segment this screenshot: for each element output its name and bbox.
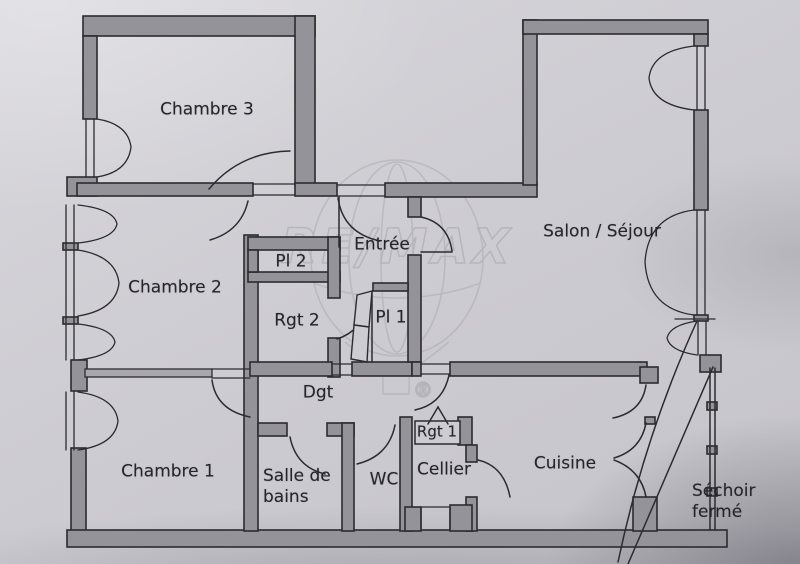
thin-lines — [65, 45, 716, 531]
room-label-cellier: Cellier — [417, 459, 471, 480]
room-label-entree: Entrée — [354, 234, 410, 255]
bifold-door-pl1 — [350, 290, 373, 363]
room-label-wc: WC — [369, 469, 399, 490]
room-label-chambre-3: Chambre 3 — [160, 99, 254, 120]
watermark-registered-icon: ® — [413, 378, 437, 402]
room-label-chambre-1: Chambre 1 — [121, 461, 215, 482]
room-label-salon-sejour: Salon / Séjour — [543, 221, 661, 242]
window-symbols — [77, 45, 698, 451]
room-label-degagement: Dgt — [302, 382, 334, 403]
rgt1-callout — [414, 405, 461, 445]
room-label-cuisine: Cuisine — [533, 453, 597, 474]
rgt1-label-box — [414, 420, 461, 445]
room-label-sechoir-ferme: Séchoir fermé — [692, 481, 756, 522]
room-label-placard-2: Pl 2 — [275, 251, 307, 272]
diagonal-annotation-lines — [617, 320, 714, 564]
room-label-placard-1: Pl 1 — [375, 307, 407, 328]
room-label-rangement-1: Rgt 1 — [416, 422, 458, 441]
room-label-rangement-2: Rgt 2 — [274, 310, 320, 331]
room-label-salle-de-bains: Salle de bains — [263, 466, 331, 507]
walls — [62, 15, 728, 548]
room-label-chambre-2: Chambre 2 — [128, 277, 222, 298]
up-arrow-icon — [427, 405, 449, 425]
